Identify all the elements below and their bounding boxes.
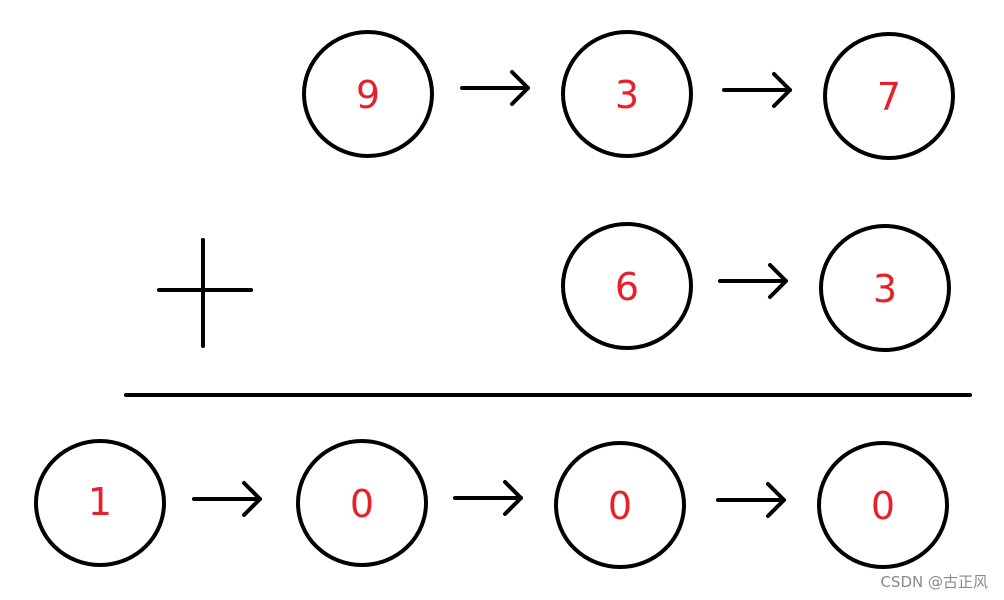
second-addend-list: 6 3 xyxy=(561,222,951,352)
arrow-icon xyxy=(716,482,786,518)
node-digit: 1 xyxy=(88,480,112,524)
node-digit: 9 xyxy=(356,73,380,117)
node-digit: 3 xyxy=(615,73,639,117)
node-digit: 7 xyxy=(877,75,901,119)
node-digit: 0 xyxy=(871,484,895,528)
watermark-text: CSDN @古正风 xyxy=(880,573,988,591)
node-sum-3: 0 xyxy=(554,441,686,569)
node-digit: 3 xyxy=(873,267,897,311)
node-sum-1: 1 xyxy=(34,439,166,567)
first-addend-list: 9 3 7 xyxy=(302,30,955,160)
node-first-1: 9 xyxy=(302,30,434,158)
node-digit: 0 xyxy=(608,484,632,528)
node-first-2: 3 xyxy=(561,30,693,158)
arrow-icon xyxy=(192,481,262,517)
plus-icon xyxy=(157,238,253,348)
node-sum-4: 0 xyxy=(817,441,949,569)
node-digit: 6 xyxy=(615,265,639,309)
arrow-icon xyxy=(460,70,530,106)
node-digit: 0 xyxy=(350,482,374,526)
arrow-icon xyxy=(453,480,523,516)
sum-list: 1 0 0 0 xyxy=(34,439,949,569)
node-second-1: 6 xyxy=(561,222,693,350)
arrow-icon xyxy=(722,72,792,108)
node-sum-2: 0 xyxy=(296,439,428,567)
node-first-3: 7 xyxy=(823,32,955,160)
node-second-2: 3 xyxy=(819,224,951,352)
arrow-icon xyxy=(718,263,788,299)
